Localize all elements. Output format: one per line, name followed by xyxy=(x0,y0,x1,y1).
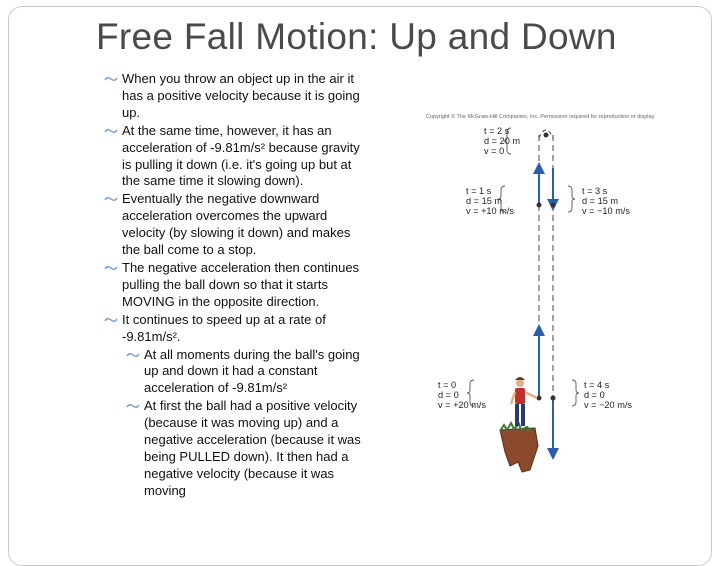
label-down-mid-d: d = 15 m xyxy=(582,196,619,206)
bullet-wave-icon xyxy=(104,128,118,133)
sub-bullet-item: At first the ball had a positive velocit… xyxy=(104,398,368,499)
ball-start xyxy=(536,395,542,401)
ball-up-mid xyxy=(536,202,542,208)
brace-right-mid xyxy=(567,185,576,213)
figure-copyright: Copyright © The McGraw-Hill Companies, I… xyxy=(426,114,656,120)
brace-right-bottom xyxy=(571,379,580,407)
bullet-text: The negative acceleration then continues… xyxy=(122,259,360,309)
label-up-mid-d: d = 15 m xyxy=(466,196,503,206)
cliff-rock xyxy=(499,427,539,473)
label-start-d: d = 0 xyxy=(438,390,459,400)
label-up-mid: t = 1 s d = 15 m v = +10 m/s xyxy=(466,186,514,216)
label-end: t = 4 s d = 0 v = −20 m/s xyxy=(584,380,632,410)
bullet-text: When you throw an object up in the air i… xyxy=(122,71,360,120)
label-start: t = 0 d = 0 v = +20 m/s xyxy=(438,380,486,410)
slide-title: Free Fall Motion: Up and Down xyxy=(96,16,617,57)
label-top: t = 2 s d = 20 m v = 0 xyxy=(484,126,520,156)
label-top-v: v = 0 xyxy=(484,146,505,156)
label-up-mid-t: t = 1 s xyxy=(466,186,492,196)
ball-end xyxy=(550,395,556,401)
apex-arc xyxy=(538,129,554,139)
label-end-d: d = 0 xyxy=(584,390,605,400)
label-end-t: t = 4 s xyxy=(584,380,610,390)
label-start-v: v = +20 m/s xyxy=(438,400,487,410)
bullet-wave-icon xyxy=(126,352,140,357)
bullet-text: Eventually the negative downward acceler… xyxy=(122,191,351,258)
label-down-mid-v: v = −10 m/s xyxy=(582,206,631,216)
brace-left-top xyxy=(503,127,512,155)
label-top-t: t = 2 s xyxy=(484,126,510,136)
label-top-d: d = 20 m xyxy=(484,136,521,146)
brace-left-bottom xyxy=(466,379,475,407)
bullet-wave-icon xyxy=(104,77,118,81)
sub-bullet-text: At first the ball had a positive velocit… xyxy=(144,398,361,498)
grass-tuft xyxy=(499,420,533,433)
label-down-mid-t: t = 3 s xyxy=(582,186,608,196)
person-figure xyxy=(509,377,538,426)
bullet-wave-icon xyxy=(104,317,118,322)
bullet-wave-icon xyxy=(104,197,118,202)
bullet-item: When you throw an object up in the air i… xyxy=(104,71,368,122)
free-fall-diagram xyxy=(466,127,580,473)
ball-top xyxy=(543,132,549,138)
bullet-wave-icon xyxy=(104,266,118,270)
bullet-text: It continues to speed up at a rate of -9… xyxy=(122,311,326,344)
label-start-t: t = 0 xyxy=(438,380,457,390)
bullet-item: At the same time, however, it has an acc… xyxy=(104,123,368,191)
brace-left-mid xyxy=(497,185,506,213)
bullet-item: Eventually the negative downward acceler… xyxy=(104,191,368,259)
bullet-item: It continues to speed up at a rate of -9… xyxy=(104,312,368,346)
label-down-mid: t = 3 s d = 15 m v = −10 m/s xyxy=(582,186,630,216)
ball-down-mid xyxy=(550,202,556,208)
bullet-wave-icon xyxy=(126,404,140,409)
label-end-v: v = −20 m/s xyxy=(584,400,633,410)
bullet-text: At the same time, however, it has an acc… xyxy=(122,122,360,189)
bullet-list: When you throw an object up in the air i… xyxy=(104,71,368,501)
bullet-item: The negative acceleration then continues… xyxy=(104,260,368,311)
sub-bullet-item: At all moments during the ball's going u… xyxy=(104,347,368,398)
sub-bullet-text: At all moments during the ball's going u… xyxy=(144,346,360,396)
label-up-mid-v: v = +10 m/s xyxy=(466,206,515,216)
